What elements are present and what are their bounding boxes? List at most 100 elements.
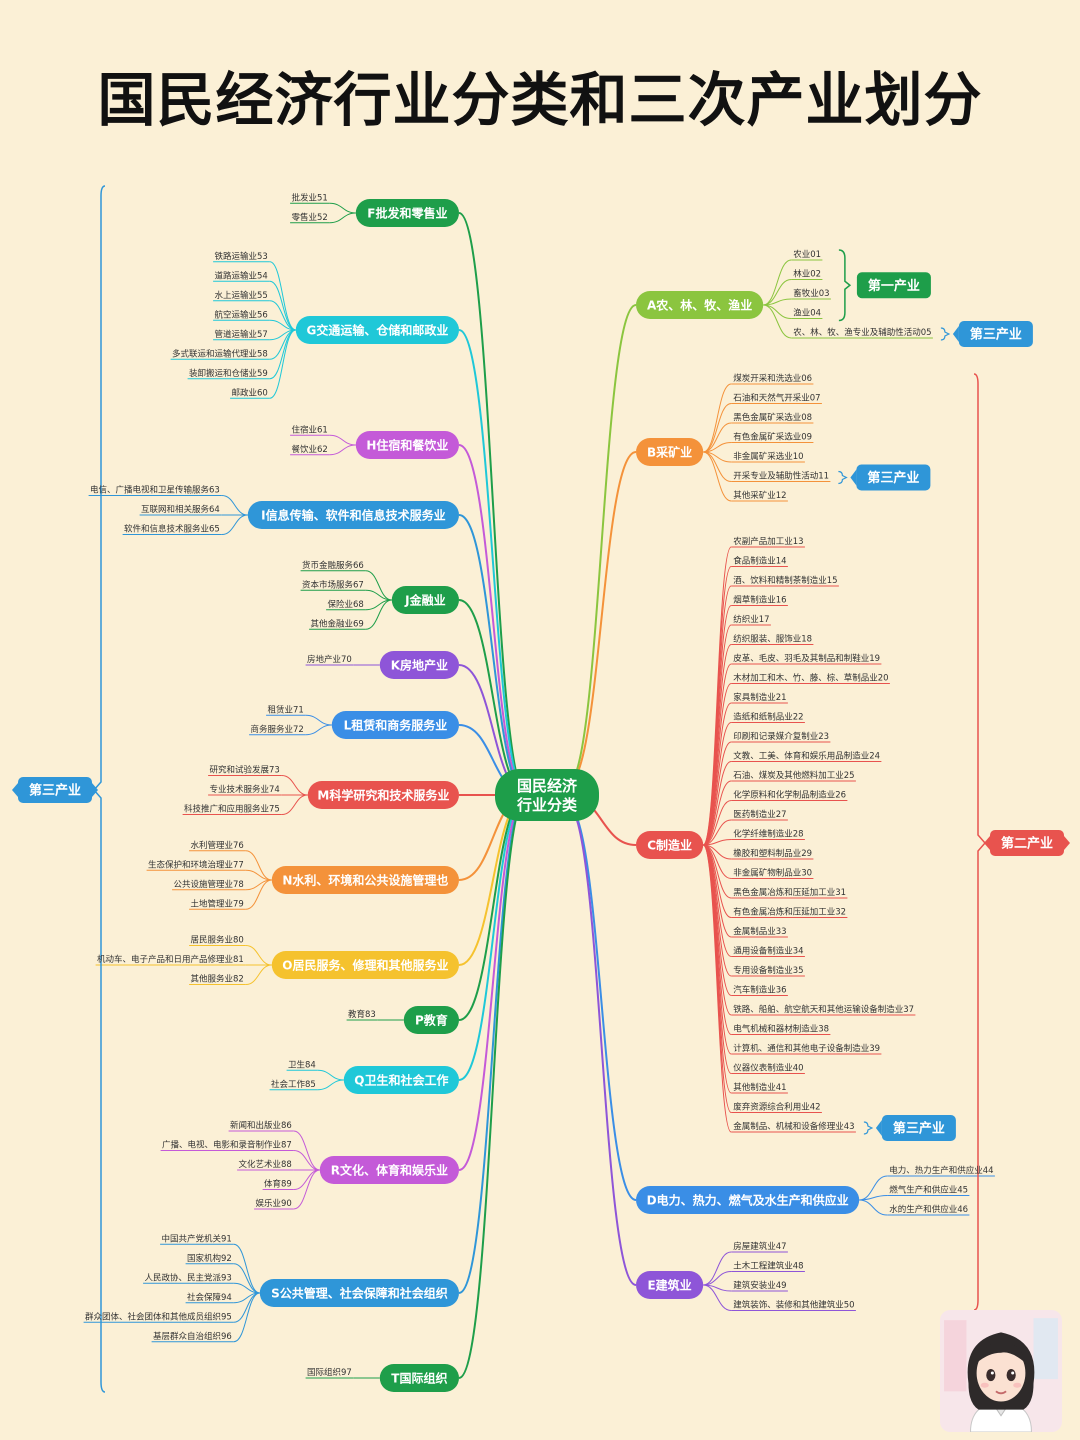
- item-专业技术服务业74: 专业技术服务业74: [209, 784, 279, 795]
- page-title: 国民经济行业分类和三次产业划分: [97, 66, 983, 134]
- branch-O居民服务、修理和其他服务业-label: O居民服务、修理和其他服务业: [282, 957, 448, 972]
- tag-0-1-arrow: [952, 326, 959, 342]
- item-中国共产党机关91: 中国共产党机关91: [161, 1233, 231, 1244]
- branch-M科学研究和技术服务业: [307, 781, 459, 809]
- item-非金属矿采选业10: 非金属矿采选业10: [733, 451, 803, 462]
- item-住宿业61: 住宿业61: [291, 424, 327, 435]
- item-link-研究和试验发展73: [281, 775, 308, 796]
- item-房屋建筑业47: 房屋建筑业47: [733, 1241, 786, 1252]
- branch-I信息传输、软件和信息技术服务业-label: I信息传输、软件和信息技术服务业: [261, 507, 445, 522]
- link-G交通运输、仓储和邮政业: [458, 329, 528, 796]
- branch-J金融业-label: J金融业: [404, 592, 445, 607]
- tag-2-0-label: 第三产业: [893, 1121, 945, 1137]
- item-造纸和纸制品业22: 造纸和纸制品业22: [733, 712, 803, 723]
- item-社会工作85: 社会工作85: [271, 1079, 316, 1090]
- link-E建筑业: [566, 804, 637, 1286]
- item-link-土地管理业79: [245, 879, 272, 910]
- item-link-房屋建筑业47: [703, 1251, 732, 1286]
- item-link-农、林、牧、渔专业及辅助性活动05: [763, 304, 792, 339]
- item-娱乐业90: 娱乐业90: [255, 1198, 291, 1209]
- item-link-国家机构92: [233, 1263, 260, 1294]
- item-航空运输业56: 航空运输业56: [214, 309, 267, 320]
- item-link-软件和信息技术服务业65: [221, 514, 248, 535]
- item-link-林业02: [763, 279, 792, 306]
- item-汽车制造业36: 汽车制造业36: [733, 985, 786, 996]
- branch-R文化、体育和娱乐业: [319, 1156, 459, 1184]
- item-link-渔业04: [763, 304, 792, 319]
- branch-G交通运输、仓储和邮政业: [295, 316, 459, 344]
- item-生态保护和环境治理业77: 生态保护和环境治理业77: [148, 859, 244, 870]
- item-食品制造业14: 食品制造业14: [733, 556, 786, 567]
- item-link-娱乐业90: [293, 1169, 320, 1210]
- tag-1-0-label: 第三产业: [867, 470, 919, 486]
- link-S公共管理、社会保障和社会组织: [458, 794, 528, 1294]
- item-link-水上运输业55: [269, 300, 296, 331]
- item-link-住宿业61: [329, 434, 356, 446]
- tag-2-0-arrow: [875, 1120, 882, 1136]
- item-研究和试验发展73: 研究和试验发展73: [209, 765, 279, 776]
- item-link-医药制造业27: [703, 819, 732, 846]
- item-纺织服装、服饰业18: 纺织服装、服饰业18: [733, 634, 812, 645]
- item-link-卫生84: [317, 1069, 344, 1081]
- item-link-其他金融业69: [365, 599, 392, 630]
- item-废弃资源综合利用业42: 废弃资源综合利用业42: [733, 1102, 820, 1113]
- item-黑色金属冶炼和压延加工业31: 黑色金属冶炼和压延加工业31: [733, 887, 846, 898]
- item-软件和信息技术服务业65: 软件和信息技术服务业65: [124, 524, 220, 535]
- branch-C制造业-label: C制造业: [647, 837, 692, 852]
- item-link-建筑装饰、装修和其他建筑业50: [703, 1284, 732, 1311]
- branch-E建筑业: [636, 1271, 704, 1299]
- item-土地管理业79: 土地管理业79: [190, 898, 243, 909]
- item-社会保障94: 社会保障94: [187, 1292, 232, 1303]
- root-node-label-1: 行业分类: [516, 796, 578, 814]
- branch-K房地产业-label: K房地产业: [391, 657, 448, 672]
- branch-I信息传输、软件和信息技术服务业: [247, 501, 459, 529]
- branch-G交通运输、仓储和邮政业-label: G交通运输、仓储和邮政业: [306, 322, 448, 337]
- item-畜牧业03: 畜牧业03: [793, 288, 829, 299]
- item-link-租赁业71: [305, 714, 332, 726]
- item-装卸搬运和仓储业59: 装卸搬运和仓储业59: [189, 368, 268, 379]
- item-货币金融服务66: 货币金融服务66: [302, 560, 364, 571]
- branch-N水利、环境和公共设施管理也: [271, 866, 459, 894]
- item-多式联运和运输代理业58: 多式联运和运输代理业58: [172, 348, 268, 359]
- branch-C制造业: [636, 831, 704, 859]
- item-其他金融业69: 其他金融业69: [310, 618, 363, 629]
- link-D电力、热力、燃气及水生产和供应业: [566, 804, 637, 1201]
- tag-bracket-0-1: [940, 327, 951, 341]
- item-link-计算机、通信和其他电子设备制造业39: [702, 844, 732, 1055]
- item-金属制品、机械和设备修理业43: 金属制品、机械和设备修理业43: [733, 1121, 854, 1132]
- branch-T国际组织: [379, 1364, 459, 1392]
- item-电气机械和器材制造业38: 电气机械和器材制造业38: [733, 1024, 829, 1035]
- right-industry-tag-arrow-r: [1064, 836, 1070, 850]
- item-link-航空运输业56: [269, 319, 296, 331]
- branch-A农、林、牧、渔业-label: A农、林、牧、渔业: [647, 297, 752, 312]
- link-A农、林、牧、渔业: [566, 304, 637, 786]
- item-link-人民政协、民主党派93: [233, 1282, 260, 1294]
- item-化学原料和化学制品制造业26: 化学原料和化学制品制造业26: [733, 790, 846, 801]
- branch-S公共管理、社会保障和社会组织: [259, 1279, 459, 1307]
- left-industry-tag-label: 第三产业: [29, 783, 81, 799]
- right-industry-tag: [990, 830, 1064, 856]
- item-文教、工美、体育和娱乐用品制造业24: 文教、工美、体育和娱乐用品制造业24: [733, 751, 880, 762]
- branch-T国际组织-label: T国际组织: [391, 1370, 447, 1385]
- link-F批发和零售业: [458, 212, 528, 796]
- item-计算机、通信和其他电子设备制造业39: 计算机、通信和其他电子设备制造业39: [733, 1043, 880, 1054]
- item-非金属矿物制品业30: 非金属矿物制品业30: [733, 868, 812, 879]
- item-房地产业70: 房地产业70: [307, 654, 352, 665]
- item-卫生84: 卫生84: [288, 1059, 316, 1070]
- tag-2-0: [881, 1115, 956, 1141]
- left-industry-tag: [18, 777, 92, 803]
- item-土木工程建筑业48: 土木工程建筑业48: [733, 1261, 803, 1272]
- item-link-化学原料和化学制品制造业26: [703, 800, 732, 846]
- item-邮政业60: 邮政业60: [231, 387, 267, 398]
- branch-Q卫生和社会工作: [343, 1066, 459, 1094]
- item-公共设施管理业78: 公共设施管理业78: [173, 879, 243, 890]
- branch-H住宿和餐饮业-label: H住宿和餐饮业: [366, 437, 448, 452]
- item-批发业51: 批发业51: [291, 192, 327, 203]
- item-教育83: 教育83: [348, 1009, 376, 1020]
- item-link-农业01: [763, 259, 792, 306]
- item-群众团体、社会团体和其他成员组织95: 群众团体、社会团体和其他成员组织95: [85, 1311, 232, 1322]
- item-国家机构92: 国家机构92: [187, 1253, 232, 1264]
- item-酒、饮料和精制茶制造业15: 酒、饮料和精制茶制造业15: [733, 575, 837, 586]
- tag-1-0-arrow: [850, 469, 857, 486]
- item-link-电力、热力生产和供应业44: [859, 1175, 888, 1201]
